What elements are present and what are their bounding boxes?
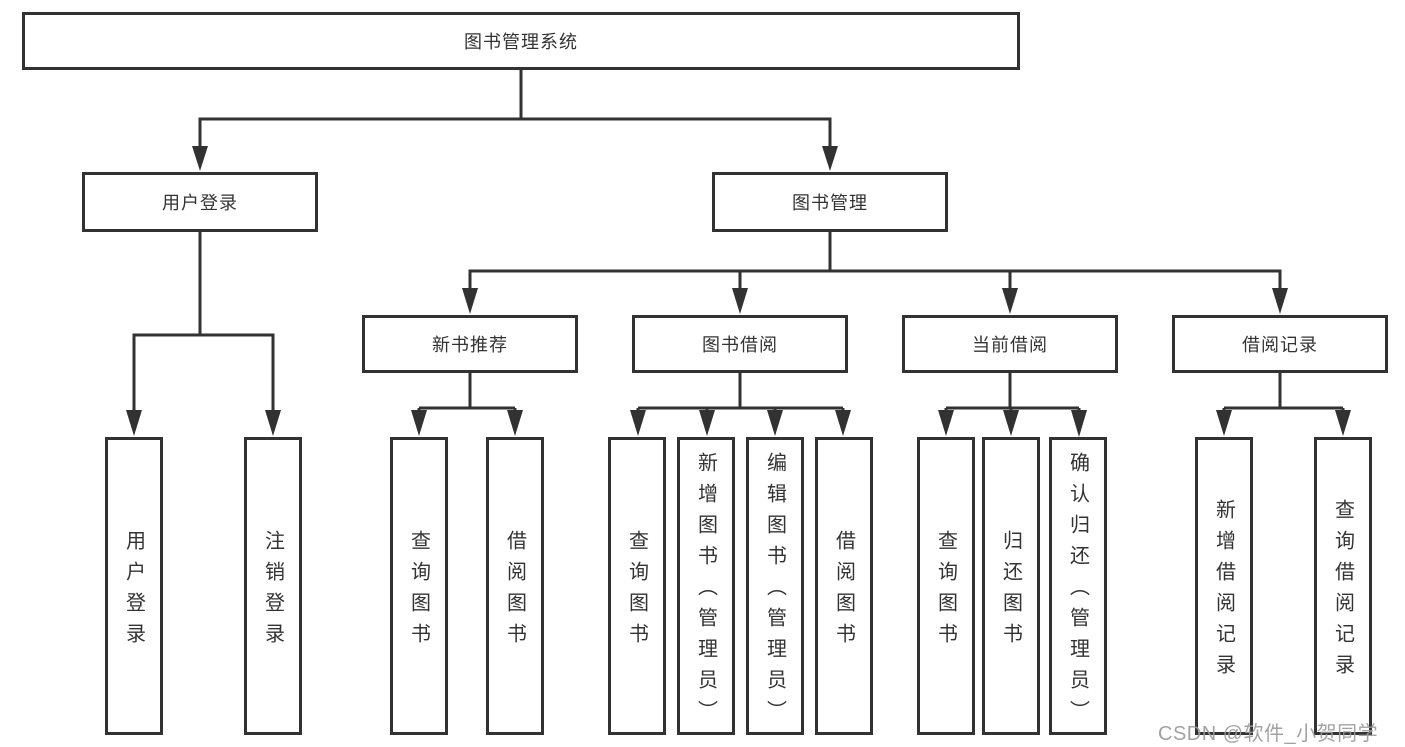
leaf-logout: 注销登录 (244, 437, 302, 735)
leaf-return-books: 归还图书 (982, 437, 1040, 735)
arrowhead (411, 410, 427, 436)
node-label: 当前借阅 (972, 335, 1048, 355)
leaf-confirm-return-admin: 确认归还（管理员） (1049, 437, 1107, 735)
arrowhead (822, 146, 838, 171)
node-label: 图书管理 (792, 193, 868, 213)
connector-records-to-leaves (1222, 373, 1345, 412)
leaf-edit-books-admin: 编辑图书（管理员） (746, 437, 804, 735)
arrowhead (462, 288, 478, 314)
connector-userlogin-to-leaves (132, 232, 275, 412)
node-label: 新增图书（管理员） (694, 452, 717, 731)
node-label: 查询借阅记录 (1331, 498, 1354, 685)
node-label: 借阅图书 (832, 529, 855, 654)
node-book-borrowing: 图书借阅 (632, 315, 848, 373)
node-label: 图书管理系统 (464, 32, 578, 52)
leaf-query-books-borrowing: 查询图书 (608, 437, 666, 735)
arrowhead (938, 410, 954, 436)
leaf-query-borrow-record: 查询借阅记录 (1314, 437, 1372, 735)
node-label: 图书借阅 (702, 335, 778, 355)
connector-root-to-level2 (198, 70, 832, 148)
node-new-book-recommendation: 新书推荐 (362, 315, 578, 373)
node-label: 新增借阅记录 (1212, 498, 1235, 685)
node-label: 确认归还（管理员） (1066, 452, 1089, 731)
arrowhead (1003, 410, 1019, 436)
arrowhead (1272, 288, 1288, 314)
arrowhead (126, 410, 142, 436)
connector-recommend-to-leaves (417, 373, 517, 412)
node-label: 新书推荐 (432, 335, 508, 355)
arrowhead (835, 410, 851, 436)
node-label: 用户登录 (122, 529, 145, 654)
node-label: 借阅图书 (503, 529, 526, 654)
arrowhead (1335, 410, 1351, 436)
arrowhead (699, 410, 715, 436)
node-label: 注销登录 (261, 529, 284, 654)
leaf-user-login: 用户登录 (105, 437, 163, 735)
node-label: 借阅记录 (1242, 335, 1318, 355)
arrowhead (732, 288, 748, 314)
node-borrowing-records: 借阅记录 (1172, 315, 1388, 373)
csdn-watermark: CSDN @软件_小贺同学 (1158, 723, 1379, 745)
node-label: 归还图书 (999, 529, 1022, 654)
connector-current-to-leaves (944, 373, 1081, 412)
leaf-add-borrow-record: 新增借阅记录 (1195, 437, 1253, 735)
arrowhead (265, 410, 281, 436)
leaf-borrow-books-recommend: 借阅图书 (486, 437, 544, 735)
node-current-borrowing: 当前借阅 (902, 315, 1118, 373)
connector-borrowing-to-leaves (636, 373, 845, 412)
node-label: 用户登录 (162, 193, 238, 213)
node-library-management-system: 图书管理系统 (22, 12, 1020, 70)
node-book-management: 图书管理 (712, 172, 948, 232)
node-label: 查询图书 (934, 529, 957, 654)
connector-bookmgmt-to-level3 (468, 232, 1282, 290)
arrowhead (630, 410, 646, 436)
arrowhead (1216, 410, 1232, 436)
arrowhead (1071, 410, 1087, 437)
leaf-borrow-books-borrowing: 借阅图书 (815, 437, 873, 735)
arrowhead (507, 410, 523, 436)
node-label: 查询图书 (625, 529, 648, 654)
node-label: 编辑图书（管理员） (763, 452, 786, 731)
arrowhead (767, 410, 783, 436)
leaf-query-books-current: 查询图书 (917, 437, 975, 735)
arrowhead (1002, 288, 1018, 314)
leaf-query-books-recommend: 查询图书 (390, 437, 448, 735)
leaf-add-books-admin: 新增图书（管理员） (677, 437, 735, 735)
node-label: 查询图书 (407, 529, 430, 654)
node-user-login: 用户登录 (82, 172, 318, 232)
arrowhead (192, 146, 208, 171)
